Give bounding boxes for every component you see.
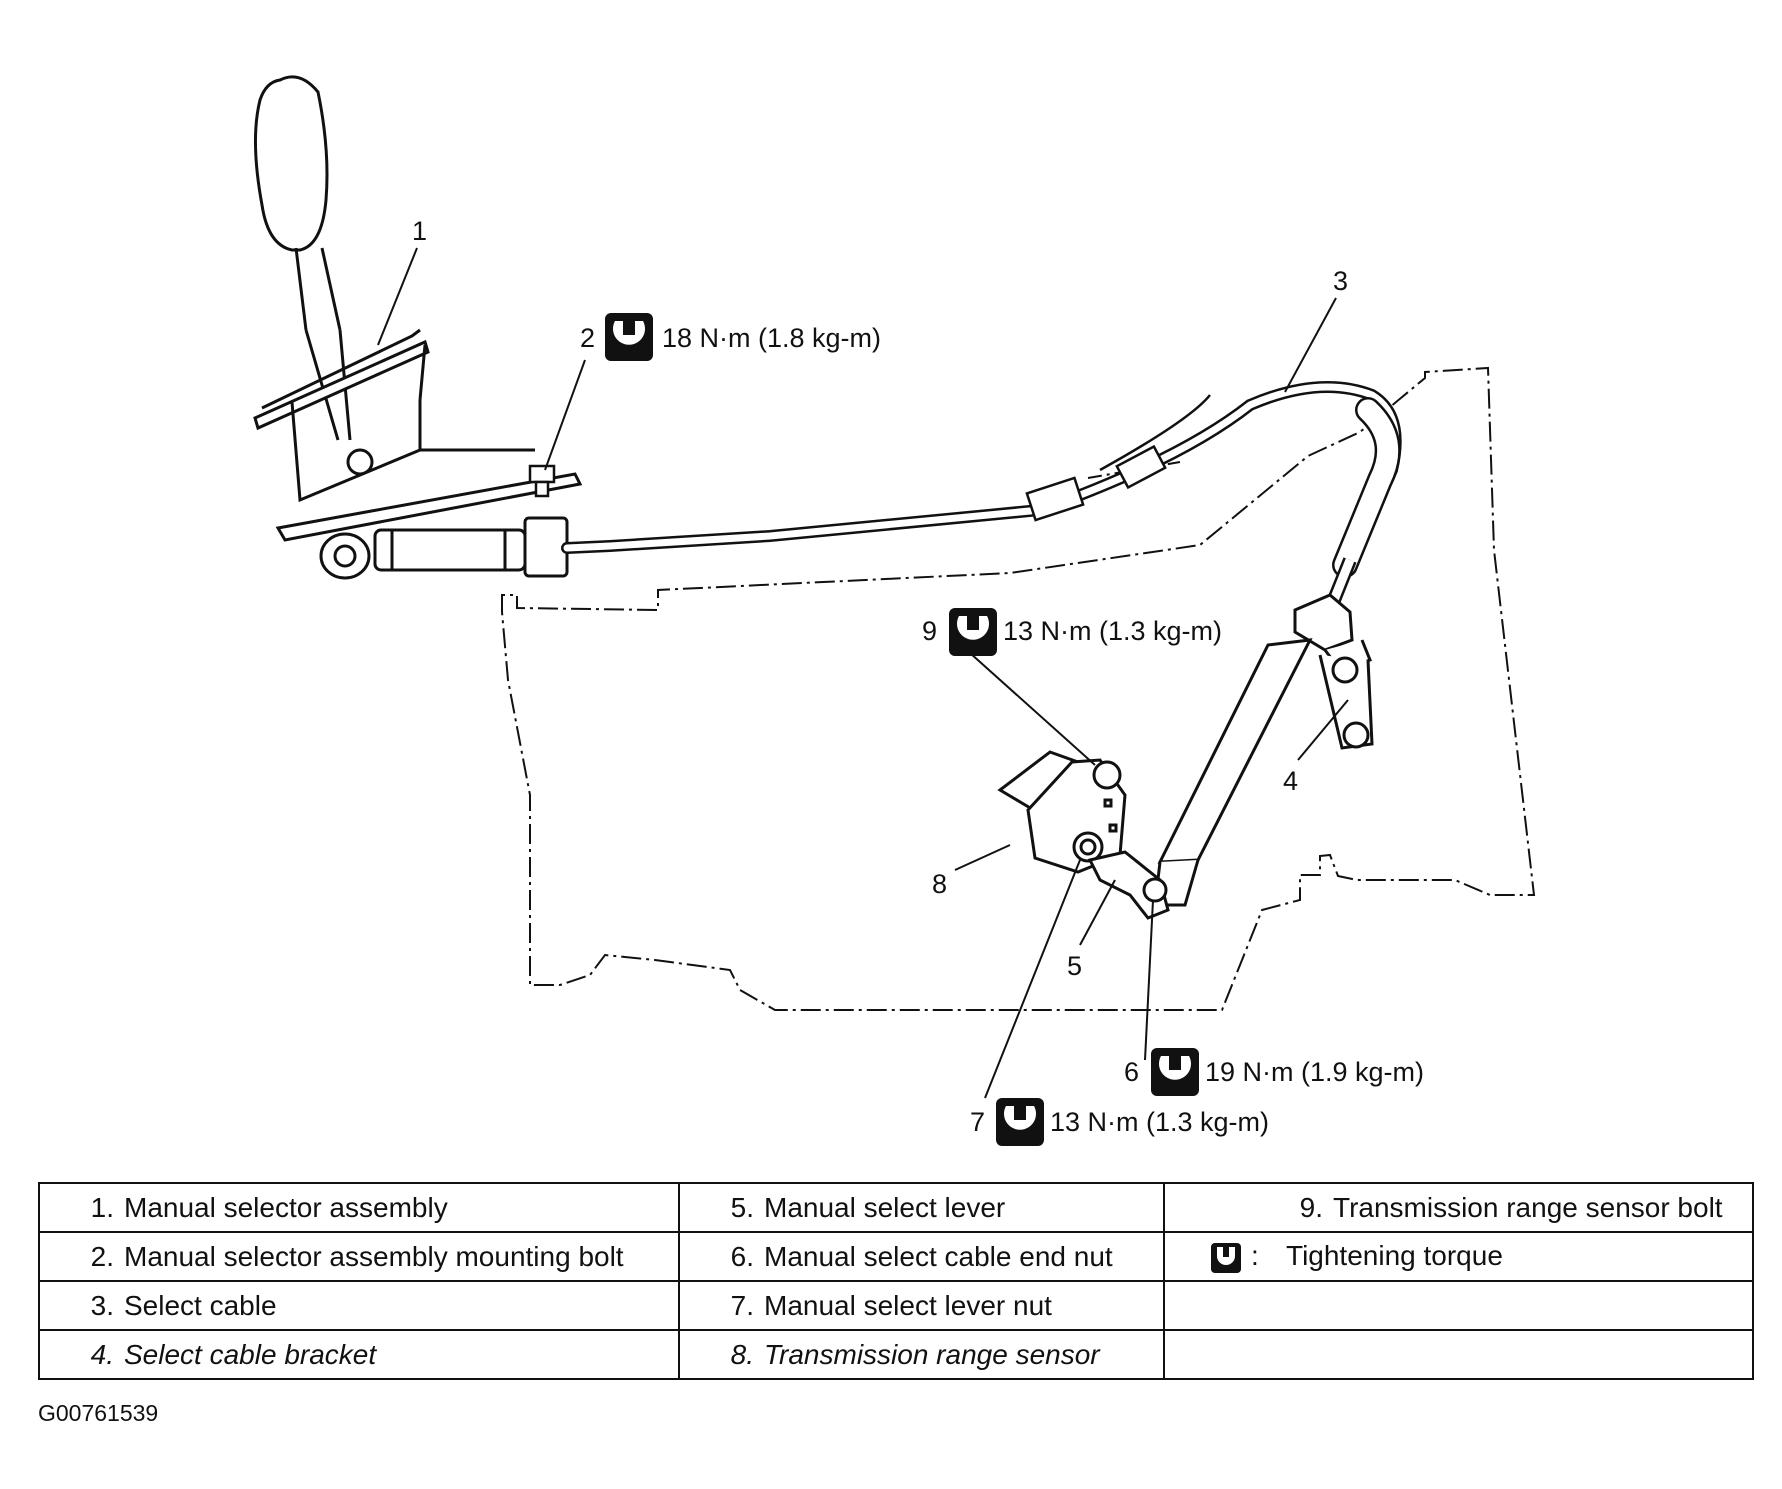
legend-cell: 5.Manual select lever [678,1182,1165,1233]
legend-row: 4.Select cable bracket 8.Transmission ra… [38,1329,1754,1380]
torque-7: 13 N·m (1.3 kg-m) [1050,1107,1269,1137]
figure-id: G00761539 [38,1400,159,1426]
torque-9: 13 N·m (1.3 kg-m) [1003,616,1222,646]
shift-cable-diagram: 1 2 3 4 5 6 7 8 9 18 N·m (1.8 kg-m) 13 N… [253,75,1536,1146]
select-cable [561,381,1402,613]
callout-4: 4 [1283,766,1298,796]
legend-cell [1163,1280,1754,1331]
callout-8: 8 [932,869,947,899]
legend-row: 2.Manual selector assembly mounting bolt… [38,1231,1754,1282]
callout-9: 9 [922,616,937,646]
transmission-case-outline [501,366,1536,1011]
legend-cell: 1.Manual selector assembly [38,1182,680,1233]
legend-cell [1163,1329,1754,1380]
manual-selector-assembly [253,75,583,580]
torque-2: 18 N·m (1.8 kg-m) [662,323,881,353]
manual-select-lever [1087,850,1170,920]
legend-row: 1.Manual selector assembly 5.Manual sele… [38,1182,1754,1233]
callout-3: 3 [1333,266,1348,296]
wrench-torque-icon [949,608,997,656]
wrench-torque-icon [1211,1242,1241,1273]
legend-cell: 4.Select cable bracket [38,1329,680,1380]
callout-1: 1 [412,216,427,246]
callout-5: 5 [1067,951,1082,981]
leader-lines [377,247,1349,1099]
legend-cell: 6.Manual select cable end nut [678,1231,1165,1282]
legend-cell: 9.Transmission range sensor bolt [1163,1182,1754,1233]
mounting-bolt [528,464,556,498]
wrench-torque-icon [1151,1048,1199,1096]
legend-cell: :Tightening torque [1163,1231,1754,1282]
torque-6: 19 N·m (1.9 kg-m) [1205,1057,1424,1087]
transmission-range-sensor [997,750,1127,874]
legend-cell: 8.Transmission range sensor [678,1329,1165,1380]
wrench-torque-icon [605,313,653,361]
callout-6: 6 [1124,1057,1139,1087]
legend-table: 1.Manual selector assembly 5.Manual sele… [38,1182,1754,1380]
legend-row: 3.Select cable 7.Manual select lever nut [38,1280,1754,1331]
wrench-torque-icon [996,1098,1044,1146]
callout-7: 7 [970,1107,985,1137]
select-cable-bracket [1293,593,1374,750]
callout-2: 2 [580,323,595,353]
legend-cell: 7.Manual select lever nut [678,1280,1165,1331]
legend-cell: 3.Select cable [38,1280,680,1331]
legend-cell: 2.Manual selector assembly mounting bolt [38,1231,680,1282]
